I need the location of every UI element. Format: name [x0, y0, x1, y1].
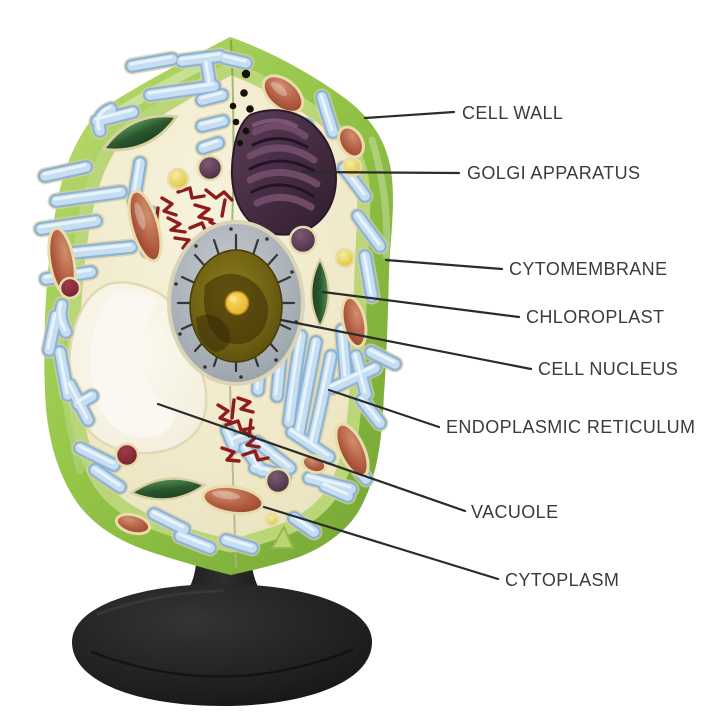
- vesicle-purple: [264, 467, 292, 495]
- label-text: GOLGI APPARATUS: [467, 163, 640, 183]
- display-stand: [72, 546, 372, 706]
- label-text: CYTOPLASM: [505, 570, 619, 590]
- leader-line: [363, 110, 456, 120]
- label-text: CHLOROPLAST: [526, 307, 664, 327]
- label-text: CELL NUCLEUS: [538, 359, 678, 379]
- mitochondrion-highlight: [134, 202, 146, 230]
- stand-base-rim: [90, 648, 354, 678]
- mitochondria: [47, 74, 370, 536]
- cell-model: [40, 37, 395, 575]
- mitochondrion: [127, 189, 163, 263]
- golgi-gloss: [252, 118, 298, 128]
- mitochondrion: [201, 484, 265, 516]
- mitochondrion: [261, 74, 305, 114]
- nucleolus-gloss: [229, 295, 237, 303]
- mitochondrion-highlight: [212, 490, 240, 500]
- label-text: CELL WALL: [462, 103, 563, 123]
- label-cell-nucleus: CELL NUCLEUS: [279, 318, 678, 379]
- chloroplasts: [97, 104, 330, 549]
- vesicle-purple: [196, 154, 224, 182]
- mitochondrion: [337, 125, 365, 159]
- leader-line: [327, 388, 441, 429]
- cell-nucleus: [167, 220, 305, 386]
- mitochondrion: [114, 512, 152, 536]
- label-chloroplast: CHLOROPLAST: [321, 290, 664, 327]
- vesicle-yellow: [166, 167, 190, 191]
- golgi-cisternae: [246, 122, 321, 211]
- leader-line: [321, 290, 521, 319]
- vesicle-yellow: [334, 247, 356, 269]
- leader-line: [156, 402, 467, 513]
- label-text: ENDOPLASMIC RETICULUM: [446, 417, 695, 437]
- label-cytoplasm: CYTOPLASM: [262, 505, 619, 590]
- label-vacuole: VACUOLE: [156, 402, 559, 522]
- golgi-creases: [248, 137, 316, 198]
- leader-line: [262, 505, 500, 581]
- leader-line: [301, 170, 461, 175]
- label-endoplasmic-reticulum: ENDOPLASMIC RETICULUM: [327, 388, 695, 437]
- label-golgi-apparatus: GOLGI APPARATUS: [301, 163, 640, 183]
- vesicle-purple: [288, 225, 318, 255]
- nucleolus: [224, 290, 250, 316]
- label-cell-wall: CELL WALL: [363, 103, 563, 123]
- leader-line: [384, 258, 504, 271]
- cell-wall-fold: [270, 524, 295, 549]
- vesicle-red: [58, 276, 82, 300]
- mitochondrion-highlight: [270, 81, 288, 97]
- annotations: CELL WALL GOLGI APPARATUS CYTOMEMBRANE C…: [156, 103, 695, 590]
- chromatin-mass: [196, 314, 230, 352]
- mitochondrion: [340, 295, 368, 349]
- vesicle-yellow: [264, 512, 280, 528]
- vesicle-red: [114, 442, 140, 468]
- ribosome-dots: [229, 69, 254, 147]
- leader-line: [279, 318, 533, 371]
- label-text: CYTOMEMBRANE: [509, 259, 668, 279]
- stand-base-highlight: [96, 589, 224, 616]
- vacuole-highlight: [90, 290, 177, 438]
- golgi-apparatus: [230, 109, 338, 236]
- label-text: VACUOLE: [471, 502, 559, 522]
- stand-base: [72, 584, 372, 706]
- label-cytomembrane: CYTOMEMBRANE: [384, 258, 668, 279]
